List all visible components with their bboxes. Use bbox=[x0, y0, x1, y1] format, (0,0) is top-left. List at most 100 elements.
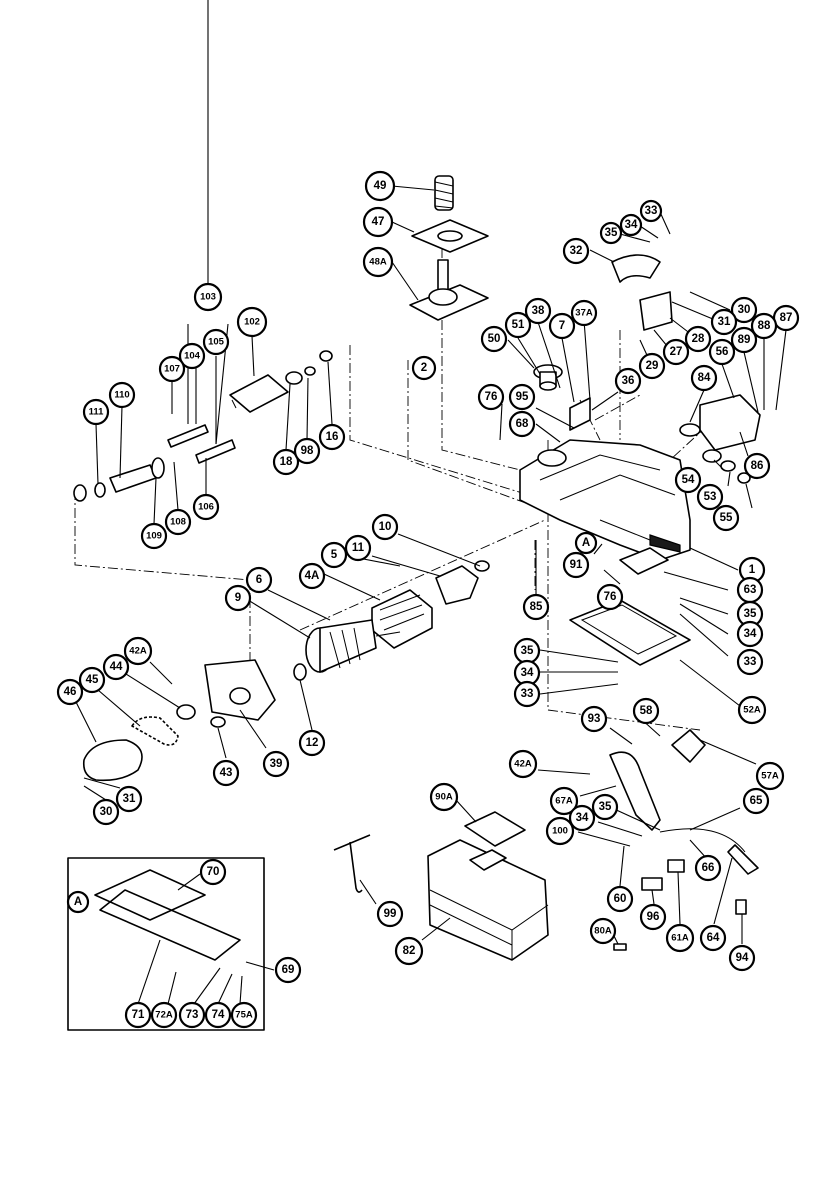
callout-74: 74 bbox=[204, 1001, 232, 1029]
callout-84: 84 bbox=[690, 364, 718, 392]
callout-circle bbox=[78, 666, 106, 694]
callout-circle bbox=[245, 566, 273, 594]
callout-text: 56 bbox=[716, 346, 729, 358]
callout-text: 44 bbox=[110, 661, 123, 673]
callout-49: 49 bbox=[364, 170, 396, 202]
callout-circle bbox=[562, 237, 590, 265]
callout-circle bbox=[82, 398, 110, 426]
part-96 bbox=[641, 877, 663, 891]
callout-86: 86 bbox=[743, 452, 771, 480]
callout-text: 73 bbox=[186, 1009, 199, 1021]
callout-circle bbox=[376, 900, 404, 928]
callout-text: 31 bbox=[123, 793, 136, 805]
callout-106: 106 bbox=[192, 493, 220, 521]
callout-circle bbox=[730, 326, 758, 354]
callout-text: 100 bbox=[552, 826, 568, 837]
callout-circle bbox=[274, 956, 302, 984]
callout-text: 104 bbox=[184, 351, 201, 362]
callout-55: 55 bbox=[712, 504, 740, 532]
callout-68: 68 bbox=[508, 410, 536, 438]
callout-61A: 61A bbox=[665, 923, 695, 953]
callout-circle bbox=[298, 562, 326, 590]
callout-text: 82 bbox=[403, 945, 416, 957]
callout-34: 34 bbox=[568, 804, 596, 832]
plate-part-63 bbox=[619, 547, 669, 575]
callout-text: 65 bbox=[750, 795, 763, 807]
callout-circle bbox=[371, 513, 399, 541]
callout-circle bbox=[411, 355, 437, 381]
carry-case-part-90A bbox=[427, 839, 549, 961]
callout-67A: 67A bbox=[549, 786, 579, 816]
callout-text: 69 bbox=[282, 964, 295, 976]
callout-text: A bbox=[582, 537, 590, 549]
callout-circle bbox=[591, 793, 619, 821]
callout-circle bbox=[548, 312, 576, 340]
callout-text: 42A bbox=[129, 646, 147, 657]
callout-circle bbox=[123, 636, 153, 666]
callout-30: 30 bbox=[730, 296, 758, 324]
callout-63: 63 bbox=[736, 576, 764, 604]
callout-circle bbox=[513, 680, 541, 708]
cap-part-32 bbox=[611, 254, 661, 283]
callout-circle bbox=[574, 531, 598, 555]
callout-text: 110 bbox=[114, 390, 129, 401]
callout-text: 98 bbox=[301, 445, 314, 457]
callout-95: 95 bbox=[508, 383, 536, 411]
callout-text: 103 bbox=[200, 292, 216, 303]
callout-circle bbox=[736, 620, 764, 648]
callout-89: 89 bbox=[730, 326, 758, 354]
callout-71: 71 bbox=[124, 1001, 152, 1029]
callout-text: 46 bbox=[64, 686, 77, 698]
rail-part-105 bbox=[195, 439, 236, 464]
callout-11: 11 bbox=[344, 534, 372, 562]
callout-32: 32 bbox=[562, 237, 590, 265]
callout-circle bbox=[230, 1001, 258, 1029]
callout-circle bbox=[344, 534, 372, 562]
callout-circle bbox=[619, 213, 643, 237]
callout-33: 33 bbox=[639, 199, 663, 223]
roller-part-110 bbox=[73, 457, 165, 502]
callout-88: 88 bbox=[750, 312, 778, 340]
callout-text: 34 bbox=[521, 667, 534, 679]
callout-16: 16 bbox=[318, 423, 346, 451]
motor-can-part-102 bbox=[229, 350, 333, 413]
callout-text: 53 bbox=[704, 491, 717, 503]
armature-part-9 bbox=[305, 619, 401, 673]
callout-text: 33 bbox=[521, 688, 534, 700]
belt-part-45 bbox=[131, 716, 179, 746]
callout-circle bbox=[158, 355, 186, 383]
callout-text: 70 bbox=[207, 866, 220, 878]
callout-100: 100 bbox=[545, 816, 575, 846]
callout-text: 12 bbox=[306, 737, 319, 749]
callout-circle bbox=[742, 787, 770, 815]
callout-108: 108 bbox=[164, 508, 192, 536]
inset-box-69 bbox=[67, 857, 265, 1031]
callout-text: 66 bbox=[702, 862, 715, 874]
callout-18: 18 bbox=[272, 448, 300, 476]
callout-105: 105 bbox=[202, 328, 230, 356]
callout-31: 31 bbox=[115, 785, 143, 813]
callout-circle bbox=[92, 798, 120, 826]
plate-part-36 bbox=[569, 397, 591, 431]
callout-text: 35 bbox=[599, 801, 612, 813]
callout-text: 31 bbox=[718, 316, 731, 328]
callout-42A: 42A bbox=[123, 636, 153, 666]
callout-text: 36 bbox=[622, 375, 635, 387]
callout-circle bbox=[204, 1001, 232, 1029]
callout-48A: 48A bbox=[362, 246, 394, 278]
callout-text: 96 bbox=[647, 911, 660, 923]
callout-30: 30 bbox=[92, 798, 120, 826]
callout-circle bbox=[202, 328, 230, 356]
callout-circle bbox=[102, 653, 130, 681]
callout-text: 71 bbox=[132, 1009, 145, 1021]
callout-2: 2 bbox=[411, 355, 437, 381]
callout-text: 68 bbox=[516, 418, 529, 430]
callout-circle bbox=[293, 437, 321, 465]
callout-circle bbox=[737, 695, 767, 725]
callout-text: 85 bbox=[530, 601, 543, 613]
callout-text: 54 bbox=[682, 474, 695, 486]
callout-60: 60 bbox=[606, 885, 634, 913]
callout-circle bbox=[694, 854, 722, 882]
callout-text: 30 bbox=[738, 304, 751, 316]
